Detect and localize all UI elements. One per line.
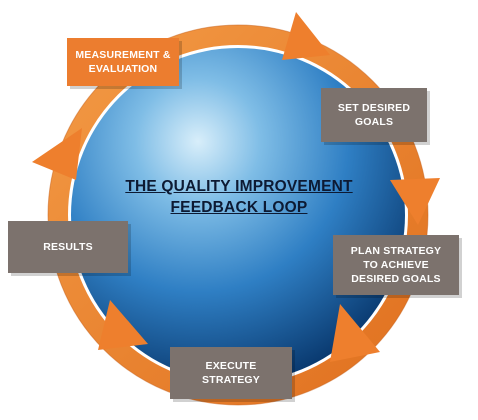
step-results: RESULTS <box>8 221 128 273</box>
arrowhead-bottom-right <box>330 304 380 362</box>
step-set-desired-goals: SET DESIRED GOALS <box>321 88 427 142</box>
diagram-title: THE QUALITY IMPROVEMENT FEEDBACK LOOP <box>125 178 353 216</box>
arrowhead-right <box>390 178 440 225</box>
arrowhead-left <box>32 128 82 180</box>
arrowhead-bottom-left <box>98 300 148 350</box>
step-measurement-evaluation: MEASUREMENT & EVALUATION <box>67 38 179 86</box>
arrowhead-top-right <box>282 12 330 60</box>
step-execute-strategy: EXECUTE STRATEGY <box>170 347 292 399</box>
step-plan-strategy: PLAN STRATEGY TO ACHIEVE DESIRED GOALS <box>333 235 459 295</box>
